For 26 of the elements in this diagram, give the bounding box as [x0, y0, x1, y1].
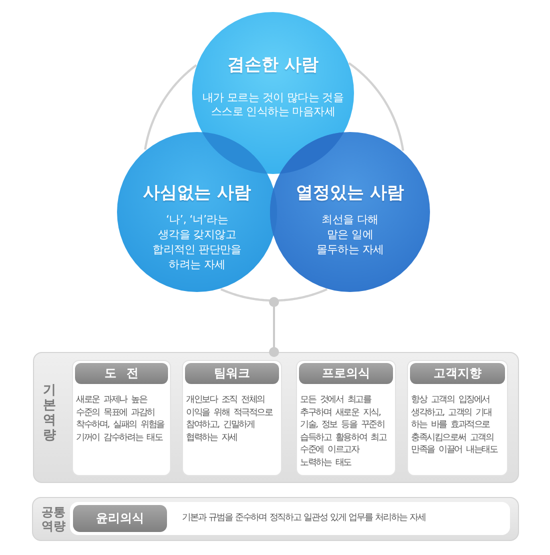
bar-description: 기본과 규범을 준수하며 정직하고 일관성 있게 업무를 처리하는 자세: [182, 512, 426, 525]
circle-title: 겸손한 사람: [228, 54, 318, 76]
category-header: 팀워크: [185, 363, 279, 384]
competency-card: [296, 360, 396, 476]
competency-bar: [70, 502, 510, 535]
circle-title: 사심없는 사람: [143, 182, 251, 204]
competency-card: [407, 360, 508, 476]
card-description: 모든 것에서 최고를 추구하며 새로운 지식, 기술, 정보 등을 꾸준히 습득하고 활용하여 최고 수준에 이르고자 노력하는 태도: [300, 394, 388, 469]
competency-card: [182, 360, 282, 476]
category-header: 프로의식: [299, 363, 393, 384]
competency-card: [72, 360, 171, 476]
category-header: 도 전: [75, 363, 168, 384]
circle-title: 열정있는 사람: [296, 182, 404, 204]
panel-label: 공통 역량: [40, 505, 66, 533]
connector-line: [269, 297, 279, 357]
competency-panel: [33, 352, 519, 483]
circle-description: ‘나’, ‘너’라는 생각을 갖지않고 합리적인 판단만을 하려는 자세: [152, 212, 242, 272]
card-description: 개인보다 조직 전체의 이익을 위해 적극적으로 참여하고, 긴밀하게 협력하는 자세: [186, 394, 274, 444]
circle-description: 내가 모르는 것이 많다는 것을 스스로 인식하는 마음자세: [201, 91, 345, 119]
circle-description: 최선을 다해 맡은 일에 몰두하는 자세: [315, 212, 385, 257]
panel-label: 기본역량: [42, 383, 57, 443]
card-description: 항상 고객의 입장에서 생각하고, 고객의 기대 하는 바를 효과적으로 충족시킴으로써 고객의 만족을 이끌어 내는태도: [411, 394, 499, 456]
competency-panel: [32, 497, 519, 541]
card-description: 새로운 과제나 높은 수준의 목표에 과감히 착수하며, 실패의 위험을 기꺼이 감수하려는 태도: [76, 394, 166, 444]
category-header: 고객지향: [410, 363, 505, 384]
category-header: 윤리의식: [73, 505, 167, 532]
